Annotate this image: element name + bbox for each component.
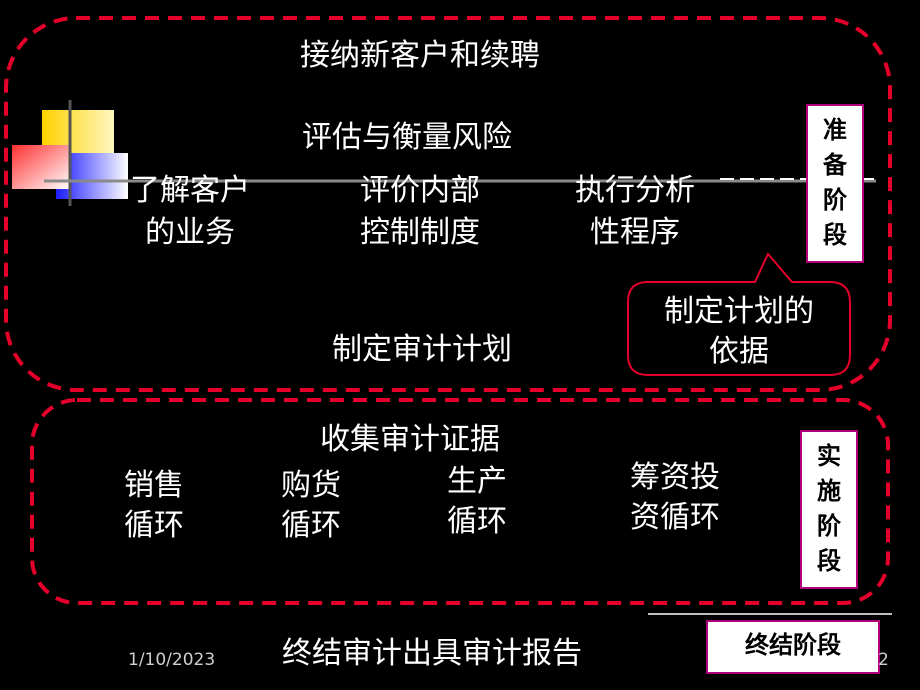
impl-stage-char-3: 阶 bbox=[817, 511, 841, 540]
prep-item-internal-control-line1: 评价内部 bbox=[360, 173, 480, 208]
prep-item-analytical-line2: 性程序 bbox=[590, 215, 680, 250]
prep-item-internal-control-line2: 控制制度 bbox=[360, 215, 480, 250]
cycle-production-line1: 生产 bbox=[447, 464, 507, 499]
plan-basis-callout-shape bbox=[627, 252, 851, 376]
cycle-purchase-line1: 购货 bbox=[281, 468, 341, 503]
plan-basis-callout-line2: 依据 bbox=[709, 334, 769, 369]
prep-stage-char-4: 段 bbox=[823, 220, 847, 249]
cycle-production: 生产 循环 bbox=[447, 462, 507, 542]
impl-stage-label: 实 施 阶 段 bbox=[800, 430, 858, 589]
prep-stage-label: 准 备 阶 段 bbox=[806, 104, 864, 263]
impl-stage-frame bbox=[30, 398, 890, 605]
cycle-purchase: 购货 循环 bbox=[281, 466, 341, 546]
cycle-purchase-line2: 循环 bbox=[281, 508, 341, 543]
impl-title: 收集审计证据 bbox=[320, 422, 500, 457]
plan-basis-callout: 制定计划的 依据 bbox=[628, 292, 850, 372]
cycle-sales-line1: 销售 bbox=[124, 468, 184, 503]
final-title: 终结审计出具审计报告 bbox=[282, 636, 582, 671]
cycle-production-line2: 循环 bbox=[447, 504, 507, 539]
footer-date: 1/10/2023 bbox=[128, 650, 216, 670]
prep-stage-char-3: 阶 bbox=[823, 185, 847, 214]
assess-risk-title: 评估与衡量风险 bbox=[302, 120, 512, 155]
cycle-sales-line2: 循环 bbox=[124, 508, 184, 543]
impl-stage-char-1: 实 bbox=[817, 441, 841, 470]
prep-item-business-line1: 了解客户 bbox=[130, 173, 250, 208]
prep-item-internal-control: 评价内部 控制制度 bbox=[360, 170, 480, 254]
impl-stage-char-4: 段 bbox=[817, 546, 841, 575]
cycle-sales: 销售 循环 bbox=[124, 466, 184, 546]
prep-item-analytical-line1: 执行分析 bbox=[575, 173, 695, 208]
footer-page-number: 2 bbox=[878, 650, 889, 670]
cycle-financing-line2: 资循环 bbox=[630, 500, 720, 535]
cycle-financing-line1: 筹资投 bbox=[630, 460, 720, 495]
plan-basis-callout-line1: 制定计划的 bbox=[664, 294, 814, 329]
prep-stage-frame bbox=[4, 16, 892, 392]
prep-item-business-line2: 的业务 bbox=[145, 215, 235, 250]
prep-stage-char-2: 备 bbox=[823, 150, 847, 179]
final-stage-label: 终结阶段 bbox=[706, 620, 880, 674]
impl-stage-char-2: 施 bbox=[817, 476, 841, 505]
prep-stage-char-1: 准 bbox=[823, 115, 847, 144]
plan-audit-title: 制定审计计划 bbox=[332, 332, 512, 367]
prep-title: 接纳新客户和续聘 bbox=[300, 38, 540, 73]
cycle-financing: 筹资投 资循环 bbox=[630, 458, 720, 538]
prep-item-analytical: 执行分析 性程序 bbox=[575, 170, 695, 254]
prep-item-business: 了解客户 的业务 bbox=[130, 170, 250, 254]
